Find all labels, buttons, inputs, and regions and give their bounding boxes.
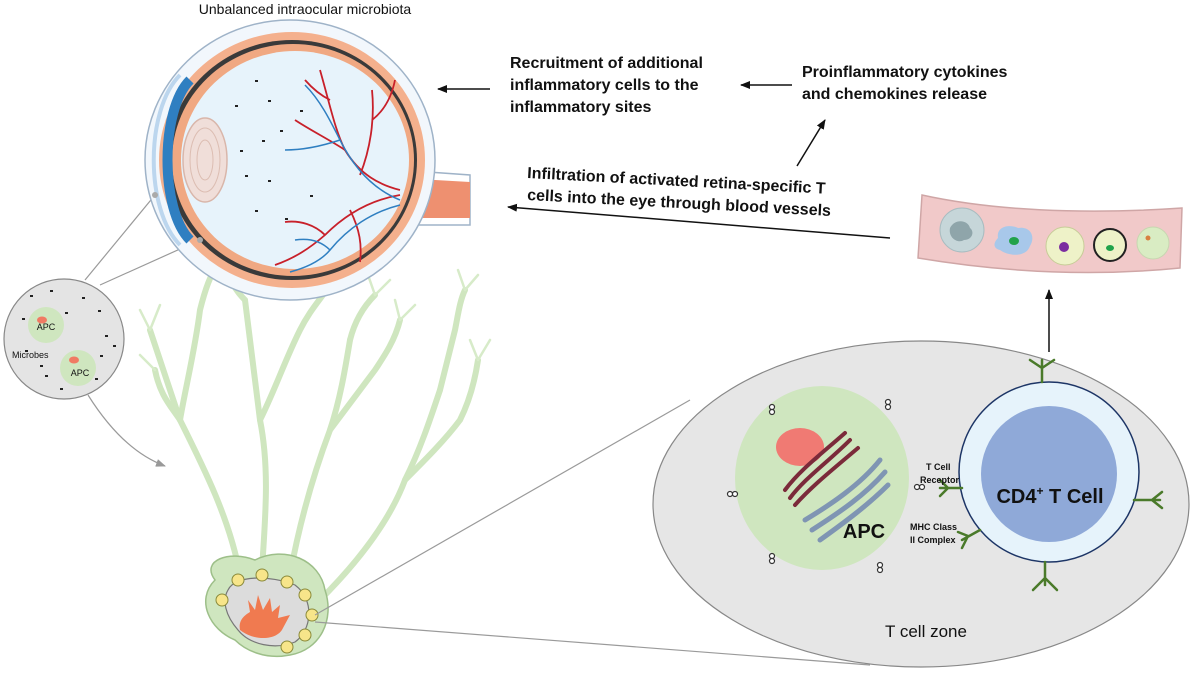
receptor-label-2: Receptor bbox=[920, 475, 960, 485]
mhc-label-1: MHC Class bbox=[910, 522, 957, 532]
blood-cells bbox=[939, 207, 1170, 266]
t-cell-zone: APC CD4+ T Cell T Cell Receptor MHC Clas… bbox=[652, 340, 1190, 668]
apc-nucleus bbox=[776, 428, 824, 466]
recruitment-line-3: inflammatory sites bbox=[510, 99, 651, 116]
retinal-veins bbox=[284, 84, 401, 273]
flow-arrows bbox=[437, 81, 1053, 352]
tcell-nucleus bbox=[981, 406, 1117, 542]
recruitment-step: Recruitment of additional inflammatory c… bbox=[510, 55, 703, 116]
tcell-label: CD4+ T Cell bbox=[996, 484, 1103, 508]
tcell-label-suffix: T Cell bbox=[1044, 486, 1104, 508]
inset-microbes-label: Microbes bbox=[12, 350, 49, 360]
lymph-node bbox=[205, 553, 329, 657]
blood-vessel bbox=[917, 194, 1183, 274]
microbe-inset: APC APC Microbes bbox=[3, 278, 125, 400]
apc-golgi bbox=[802, 457, 891, 543]
t-cell-zone-label: T cell zone bbox=[885, 622, 967, 641]
tcell-label-prefix: CD4 bbox=[996, 486, 1037, 508]
arrow-infiltration-to-eye bbox=[507, 203, 891, 239]
apc-er bbox=[783, 431, 860, 507]
recruitment-line-2: inflammatory cells to the bbox=[510, 77, 699, 94]
inset-apc-label-1: APC bbox=[37, 322, 56, 332]
tcell-label-sup: + bbox=[1036, 484, 1043, 498]
apc-label: APC bbox=[843, 521, 885, 543]
mhc-label-2: II Complex bbox=[910, 535, 956, 545]
apc-receptors bbox=[726, 398, 926, 574]
intraocular-microbes bbox=[235, 80, 313, 220]
cytokines-step: Proinflammatory cytokines and chemokines… bbox=[802, 64, 1008, 103]
arrow-to-cytokines bbox=[796, 119, 826, 167]
eye-illustration bbox=[144, 19, 471, 301]
lymph-node-follicles bbox=[215, 568, 319, 654]
lymphatic-network bbox=[147, 257, 481, 603]
receptor-label-1: T Cell bbox=[926, 462, 951, 472]
eye-title: Unbalanced intraocular microbiota bbox=[199, 1, 412, 17]
inset-apc-label-2: APC bbox=[71, 368, 90, 378]
cytokines-line-2: and chemokines release bbox=[802, 86, 987, 103]
microbe-dots bbox=[22, 290, 116, 390]
cytokines-line-1: Proinflammatory cytokines bbox=[802, 64, 1008, 81]
recruitment-line-1: Recruitment of additional bbox=[510, 55, 703, 72]
tcell-receptors bbox=[938, 358, 1164, 592]
